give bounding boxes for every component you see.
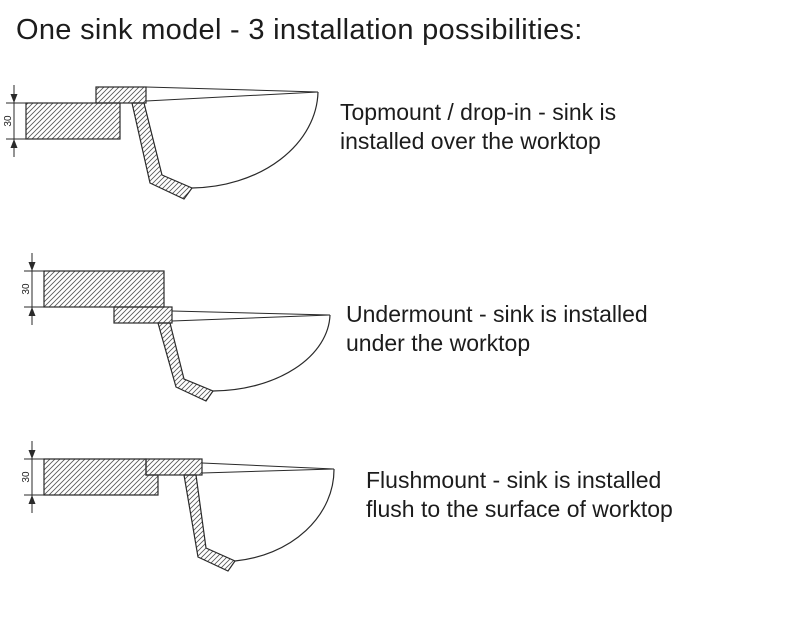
thickness-dimension: 30 xyxy=(21,253,44,325)
arrow-up-icon xyxy=(28,262,36,271)
worktop-section xyxy=(25,102,121,140)
undermount-row: 30 Undermount - sink is installed under … xyxy=(0,251,800,411)
description-line: Topmount / drop-in - sink is xyxy=(340,99,617,126)
thickness-dimension: 30 xyxy=(3,85,26,157)
worktop-section xyxy=(43,458,159,496)
arrow-up-icon xyxy=(10,94,18,103)
description-line: under the worktop xyxy=(346,330,531,356)
sink-section xyxy=(95,86,319,200)
undermount-cross-section-drawing: 30 xyxy=(21,253,331,402)
sink-flange xyxy=(145,458,203,476)
description-line: flush to the surface of worktop xyxy=(366,496,673,522)
sink-bowl-curve xyxy=(234,468,335,562)
flushmount-cross-section-drawing: 30 xyxy=(21,441,335,572)
sink-section xyxy=(145,458,335,572)
sink-wall xyxy=(183,474,236,572)
arrow-down-icon xyxy=(28,307,36,316)
topmount-description: Topmount / drop-in - sink is installed o… xyxy=(340,98,616,156)
sink-wall xyxy=(131,102,193,200)
sink-bowl-curve xyxy=(191,91,319,189)
description-line: Flushmount - sink is installed xyxy=(366,467,662,494)
arrow-up-icon xyxy=(28,450,36,459)
dimension-label: 30 xyxy=(21,283,32,295)
arrow-down-icon xyxy=(10,139,18,148)
description-line: installed over the worktop xyxy=(340,128,601,154)
dimension-label: 30 xyxy=(21,471,32,483)
sink-flange xyxy=(113,306,173,324)
flushmount-description: Flushmount - sink is installed flush to … xyxy=(366,466,673,524)
topmount-cross-section-drawing: 30 xyxy=(3,85,319,200)
sink-rim-line xyxy=(171,310,331,316)
sink-bowl-curve xyxy=(212,314,331,392)
arrow-down-icon xyxy=(28,495,36,504)
topmount-row: 30 Topmount / drop-in - sink is installe… xyxy=(0,61,800,221)
worktop-section xyxy=(43,270,165,308)
sink-section xyxy=(113,306,331,402)
sink-wall xyxy=(157,322,214,402)
sink-rim-line xyxy=(201,462,335,470)
page-title: One sink model - 3 installation possibil… xyxy=(16,14,583,46)
sink-rim-line xyxy=(201,468,335,474)
description-line: Undermount - sink is installed xyxy=(346,301,648,328)
dimension-label: 30 xyxy=(3,115,14,127)
sink-flange xyxy=(95,86,147,104)
sink-rim-line xyxy=(171,314,331,322)
sink-rim-line xyxy=(145,86,319,93)
undermount-description: Undermount - sink is installed under the… xyxy=(346,300,648,358)
flushmount-row: 30 Flushmount - sink is installed flush … xyxy=(0,439,800,599)
sink-rim-line xyxy=(145,91,319,102)
thickness-dimension: 30 xyxy=(21,441,44,513)
